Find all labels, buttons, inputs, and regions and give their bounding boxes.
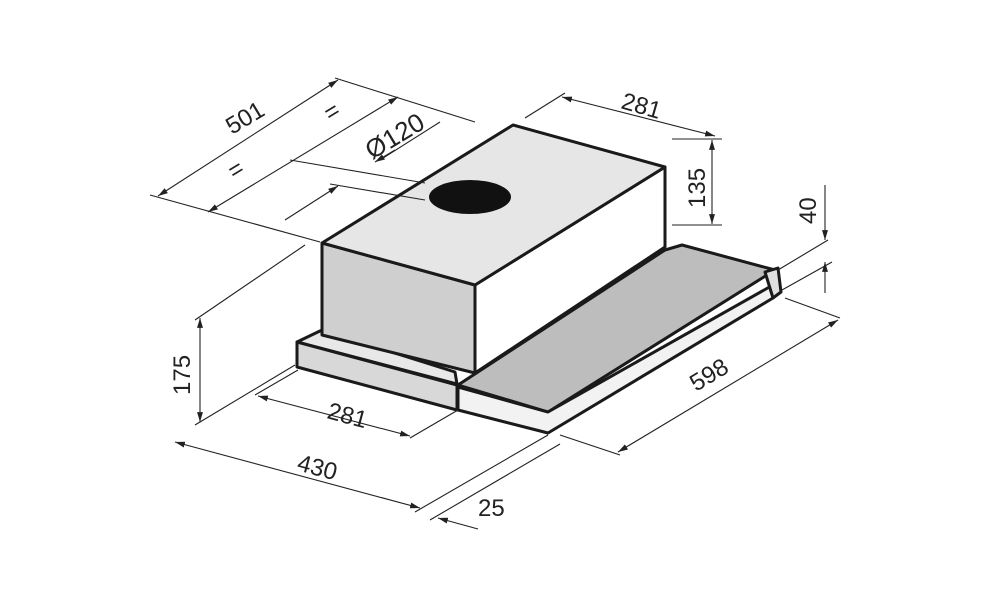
outlet-hole <box>429 180 511 214</box>
dim-equal-left: = <box>223 155 249 185</box>
dim-box-width: 281 <box>324 398 370 434</box>
hood-body <box>295 123 783 435</box>
dim-outlet-diameter: Ø120 <box>360 107 430 165</box>
dim-base-depth: 430 <box>294 450 340 486</box>
dim-equal-right: = <box>319 97 345 127</box>
visor-end <box>763 266 783 300</box>
dim-visor-height: 40 <box>795 197 822 224</box>
dim-box-height: 135 <box>684 168 711 208</box>
dim-visor-offset: 25 <box>478 495 505 522</box>
dim-box-depth: 281 <box>618 88 664 125</box>
dim-total-height: 175 <box>169 355 196 395</box>
dimension-lines <box>149 77 841 530</box>
dim-501: 501 <box>221 96 269 140</box>
dim-total-width: 598 <box>685 353 733 397</box>
